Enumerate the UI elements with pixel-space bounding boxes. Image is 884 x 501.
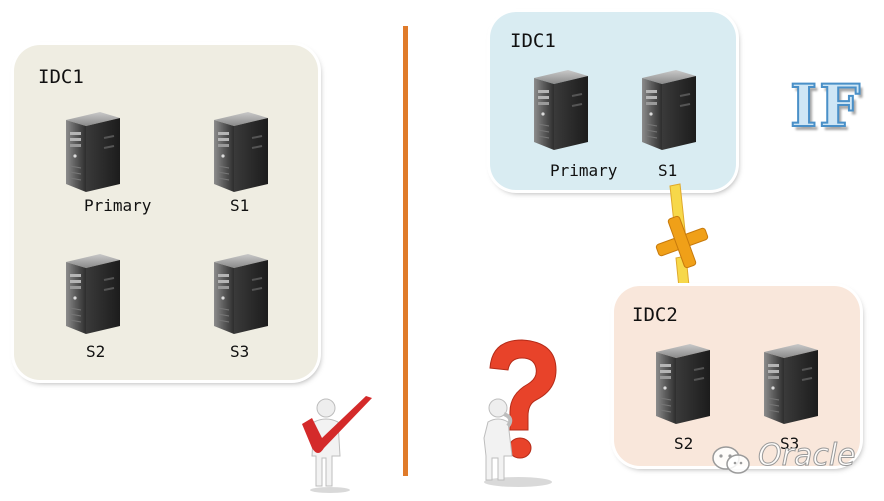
server-icon xyxy=(208,250,272,338)
right-server-label-primary: Primary xyxy=(550,161,618,180)
right-server-label-s2: S2 xyxy=(674,434,694,453)
if-heading: IF xyxy=(789,71,863,141)
server-icon xyxy=(528,66,592,154)
right-idc1-title: IDC1 xyxy=(510,30,556,52)
right-idc2-title: IDC2 xyxy=(632,304,678,326)
checkmark-figure-icon xyxy=(302,396,372,493)
server-icon xyxy=(208,108,272,196)
right-server-label-s1: S1 xyxy=(658,161,678,180)
server-icon xyxy=(60,108,124,196)
left-idc1-title: IDC1 xyxy=(38,66,84,88)
left-server-label-s2: S2 xyxy=(86,342,106,361)
left-server-label-s3: S3 xyxy=(230,342,250,361)
broken-link-icon xyxy=(655,183,709,319)
left-server-label-s1: S1 xyxy=(230,196,250,215)
right-idc2-panel xyxy=(614,286,860,466)
watermark-text: Oracle xyxy=(758,438,857,474)
server-icon xyxy=(758,340,822,428)
left-server-label-primary: Primary xyxy=(84,196,152,215)
server-icon xyxy=(60,250,124,338)
right-server-label-s3: S3 xyxy=(780,434,800,453)
wechat-icon xyxy=(712,446,750,474)
divider-line xyxy=(403,26,408,476)
server-icon xyxy=(650,340,714,428)
question-figure-icon xyxy=(483,339,557,487)
server-icon xyxy=(636,66,700,154)
